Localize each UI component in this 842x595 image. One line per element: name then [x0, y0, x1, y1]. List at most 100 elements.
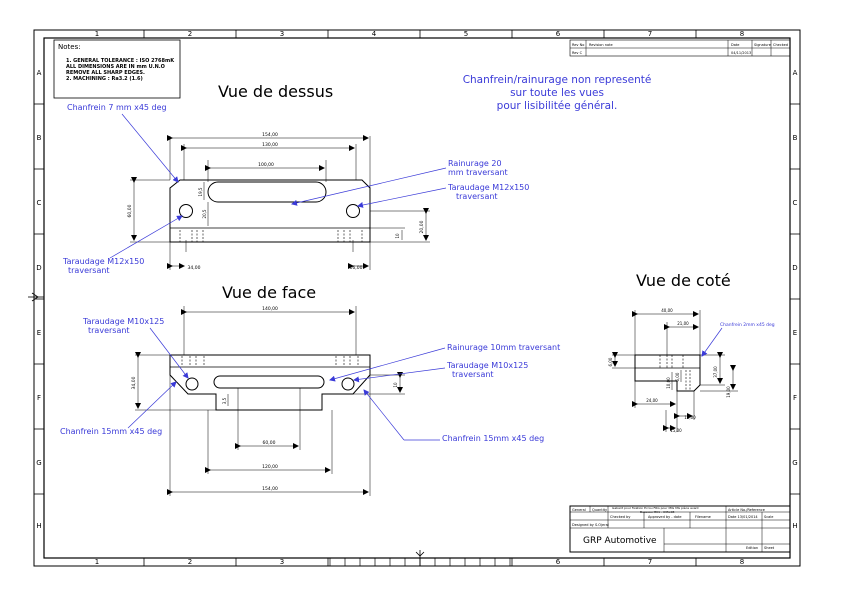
col-label: 8 — [740, 30, 744, 38]
column-labels-bottom: 1 2 3 6 7 8 — [95, 558, 744, 566]
col-label: 1 — [95, 558, 99, 566]
side-view: 40,00 21,00 6,00 37,00 19,00 10,00 6,00 … — [608, 308, 775, 433]
callout-slot20: mm traversant — [448, 168, 508, 177]
side-view-outline — [634, 354, 701, 392]
dim-top-left-offset: 34,00 — [188, 265, 201, 271]
row-label: C — [37, 199, 42, 207]
tb-company: GRP Automotive — [583, 536, 657, 546]
callout-tap10-left: traversant — [88, 326, 130, 335]
top-hole-right — [346, 204, 360, 218]
zone-ticks — [34, 30, 800, 566]
callout-tap10-left: Taraudage M10x125 — [82, 317, 164, 326]
callout-tap10-right: traversant — [452, 370, 494, 379]
tb-approved: Approved by - date — [648, 515, 682, 519]
dim-front-small: 3,5 — [222, 397, 227, 404]
dim-top-inner: 130,00 — [262, 142, 278, 148]
tb-description2: Busseau MK1 - 035x08 — [640, 510, 674, 514]
tb-date: Date 13/01/2014 — [728, 515, 758, 519]
row-label: B — [37, 134, 42, 142]
tb-scale: Scale — [764, 515, 773, 519]
row-label: G — [792, 459, 797, 467]
col-label: 3 — [280, 558, 284, 566]
rev-date: 04/11/2013 — [731, 51, 751, 55]
dim-side-mid: 10,00 — [666, 377, 671, 389]
remark-line: sur toute les vues — [510, 87, 604, 99]
notes-box: Notes: 1. GENERAL TOLERANCE : ISO 2768mK… — [53, 39, 181, 99]
dim-top-t: 10 — [395, 233, 400, 239]
tb-general: General — [572, 508, 586, 512]
callout-chamfer-side: Chanfrein 2mm x45 deg — [720, 322, 775, 328]
dim-side-overall: 40,00 — [661, 308, 673, 313]
side-view-title: Vue de coté — [636, 271, 731, 290]
col-label: 8 — [740, 558, 744, 566]
rev-no-header: Rev No — [572, 43, 584, 47]
front-slot — [213, 375, 325, 389]
dim-top-overall: 154,00 — [262, 132, 278, 138]
callout-tap12-left: Taraudage M12x150 — [62, 257, 144, 266]
callout-tap10-right: Taraudage M10x125 — [446, 361, 528, 370]
col-label: 7 — [648, 30, 652, 38]
col-label: 2 — [188, 30, 192, 38]
row-label: H — [792, 522, 797, 530]
dim-side-bot2: 10,00 — [684, 415, 696, 420]
tb-filename: Filename — [695, 515, 711, 519]
note-line: ALL DIMENSIONS ARE IN mm U.N.O — [66, 64, 165, 70]
col-label: 2 — [188, 558, 192, 566]
note-line: REMOVE ALL SHARP EDGES. — [66, 70, 145, 76]
row-labels-right: A B C D E F G H — [792, 69, 797, 530]
checked-header: Checked — [773, 43, 788, 47]
row-label: G — [36, 459, 41, 467]
row-label: D — [792, 264, 797, 272]
column-labels-top: 1 2 3 4 5 6 7 8 — [95, 30, 744, 38]
dim-side-r2: 19,00 — [726, 386, 731, 398]
tb-checked: Checked by — [610, 515, 630, 519]
dim-top-right-offset: 16,00 — [350, 265, 363, 271]
front-hole-right — [341, 377, 355, 391]
dim-side-mid2: 6,00 — [675, 372, 680, 381]
row-labels-left: A B C D E F G H — [36, 69, 41, 530]
callout-slot10: Rainurage 10mm traversant — [447, 343, 560, 352]
row-label: D — [36, 264, 41, 272]
top-hole-left — [179, 204, 193, 218]
note-line: 2. MACHINING : Ra3.2 (1.6) — [66, 76, 143, 82]
dim-top-thick: 20,00 — [419, 220, 425, 233]
tb-article: Article No./Reference — [728, 508, 765, 512]
callout-tap12-right: Taraudage M12x150 — [447, 183, 529, 192]
rev-value: Rev C — [572, 51, 583, 55]
front-view-outline — [169, 354, 371, 411]
dim-side-bot1: 24,00 — [646, 398, 658, 403]
row-label: C — [793, 199, 798, 207]
dim-front-height: 34,00 — [131, 376, 137, 389]
revision-table: Rev No Revision note Date Signature Chec… — [569, 39, 791, 57]
col-label: 1 — [95, 30, 99, 38]
note-line: 1. GENERAL TOLERANCE : ISO 2768mK — [66, 58, 175, 64]
callout-chamfer15-left: Chanfrein 15mm x45 deg — [60, 427, 162, 436]
col-label: 6 — [556, 30, 561, 38]
dim-top-height: 60,00 — [127, 204, 133, 217]
remark-line: Chanfrein/rainurage non representé — [463, 74, 652, 86]
row-label: H — [36, 522, 41, 530]
dim-front-total: 154,00 — [262, 486, 278, 492]
row-label: F — [37, 394, 41, 402]
col-label: 5 — [464, 30, 468, 38]
dim-top-a: 19,5 — [198, 187, 203, 196]
dim-side-r1: 37,00 — [713, 366, 718, 378]
tb-designed: Designed by S.Ojeral — [572, 523, 609, 527]
row-label: E — [37, 329, 41, 337]
dim-side-inner: 21,00 — [677, 321, 689, 326]
dim-side-bot3: 15,00 — [670, 428, 682, 433]
row-label: A — [37, 69, 42, 77]
front-view-title: Vue de face — [222, 283, 316, 302]
callout-slot20: Rainurage 20 — [448, 159, 502, 168]
notes-title: Notes: — [58, 43, 81, 51]
centering-marks — [28, 292, 425, 566]
dim-front-base: 120,00 — [262, 464, 278, 470]
col-label: 3 — [280, 30, 284, 38]
dim-front-right: 10 — [393, 382, 398, 388]
tb-edition: Edition — [746, 546, 758, 550]
top-view: 154,00 130,00 100,00 60,00 19,5 20,5 34,… — [62, 103, 529, 275]
dim-front-slot: 60,00 — [263, 440, 276, 446]
general-remark: Chanfrein/rainurage non representé sur t… — [463, 74, 652, 112]
col-label: 6 — [556, 558, 561, 566]
